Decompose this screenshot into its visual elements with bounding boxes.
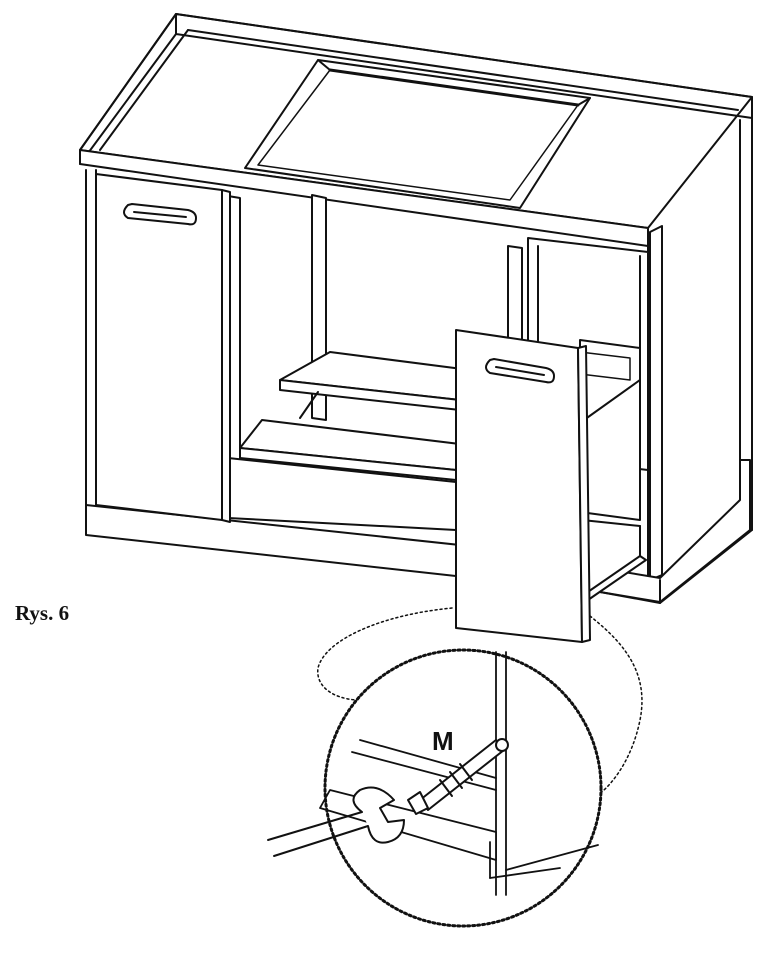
left-door: [95, 173, 231, 523]
callout-label-m: M: [432, 726, 454, 756]
drawer-box: [579, 339, 647, 601]
drawer-handle: [485, 358, 555, 384]
sink-opening: [244, 59, 591, 209]
wrench-icon: [267, 786, 405, 857]
drawer-front: [455, 329, 591, 643]
left-door-handle: [123, 203, 197, 226]
detail-callout: [319, 648, 603, 928]
callout-guide: [317, 607, 643, 801]
fixing-bolt: [407, 738, 509, 815]
figure-label: Rys. 6: [15, 601, 70, 625]
cabinet-top: [79, 13, 753, 247]
